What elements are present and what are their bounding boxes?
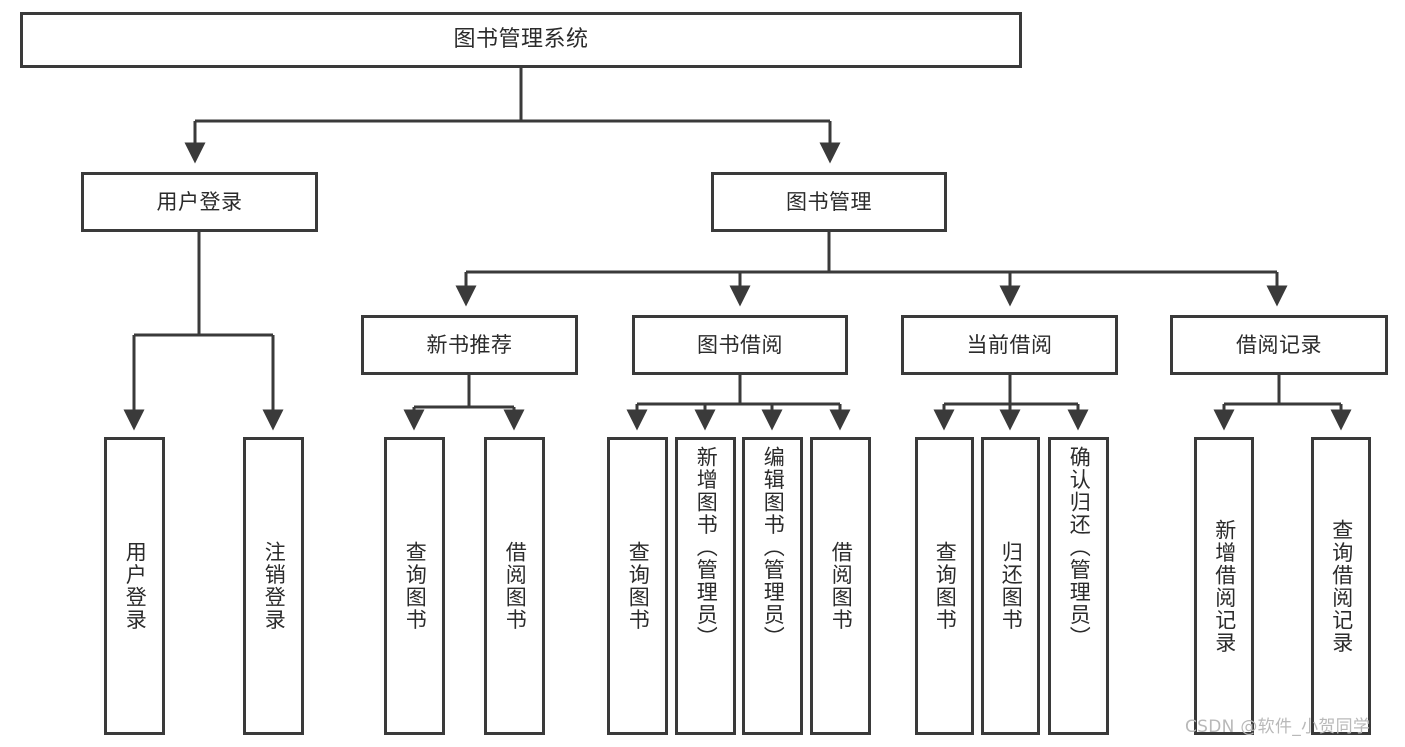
leaf-current-query-book[interactable]: 查询图书 xyxy=(915,437,974,735)
leaf-records-add-record[interactable]: 新增借阅记录 xyxy=(1194,437,1254,735)
node-label: 图书借阅 xyxy=(697,332,783,357)
node-label: 图书管理 xyxy=(786,189,872,214)
node-label: 当前借阅 xyxy=(966,332,1053,357)
node-user-login[interactable]: 用户登录 xyxy=(81,172,318,232)
watermark: CSDN @软件_小贺同学 xyxy=(1185,717,1371,737)
node-root-system[interactable]: 图书管理系统 xyxy=(20,12,1022,68)
leaf-current-confirm-return-admin[interactable]: 确认归还（管理员） xyxy=(1048,437,1109,735)
leaf-current-return-book[interactable]: 归还图书 xyxy=(981,437,1040,735)
leaf-records-query-record[interactable]: 查询借阅记录 xyxy=(1311,437,1371,735)
node-label: 查询图书 xyxy=(933,541,958,631)
node-label: 借阅图书 xyxy=(503,541,528,631)
leaf-borrow-borrow-book[interactable]: 借阅图书 xyxy=(810,437,871,735)
leaf-borrow-query-book[interactable]: 查询图书 xyxy=(607,437,668,735)
node-label: 确认归还（管理员） xyxy=(1067,446,1092,649)
node-label: 借阅图书 xyxy=(829,541,854,631)
leaf-user-login-signout[interactable]: 注销登录 xyxy=(243,437,304,735)
node-label: 查询借阅记录 xyxy=(1329,518,1354,654)
node-new-book-recommend[interactable]: 新书推荐 xyxy=(361,315,578,375)
leaf-new-book-borrow[interactable]: 借阅图书 xyxy=(484,437,545,735)
node-label: 查询图书 xyxy=(403,541,428,631)
node-label: 借阅记录 xyxy=(1236,332,1322,357)
node-label: 编辑图书（管理员） xyxy=(761,446,786,649)
node-label: 用户登录 xyxy=(123,541,148,631)
leaf-user-login-signin[interactable]: 用户登录 xyxy=(104,437,165,735)
node-label: 图书管理系统 xyxy=(453,27,589,53)
leaf-borrow-edit-book-admin[interactable]: 编辑图书（管理员） xyxy=(742,437,803,735)
node-book-borrowing[interactable]: 图书借阅 xyxy=(632,315,848,375)
node-label: 用户登录 xyxy=(156,189,243,214)
node-label: 注销登录 xyxy=(262,541,287,631)
node-label: 新书推荐 xyxy=(426,332,513,357)
leaf-new-book-query[interactable]: 查询图书 xyxy=(384,437,445,735)
node-label: 新增借阅记录 xyxy=(1212,518,1237,654)
leaf-borrow-add-book-admin[interactable]: 新增图书（管理员） xyxy=(675,437,736,735)
node-label: 新增图书（管理员） xyxy=(694,446,719,649)
node-label: 查询图书 xyxy=(626,541,651,631)
node-borrow-records[interactable]: 借阅记录 xyxy=(1170,315,1388,375)
node-current-borrowing[interactable]: 当前借阅 xyxy=(901,315,1118,375)
node-label: 归还图书 xyxy=(999,541,1024,631)
node-book-management[interactable]: 图书管理 xyxy=(711,172,947,232)
